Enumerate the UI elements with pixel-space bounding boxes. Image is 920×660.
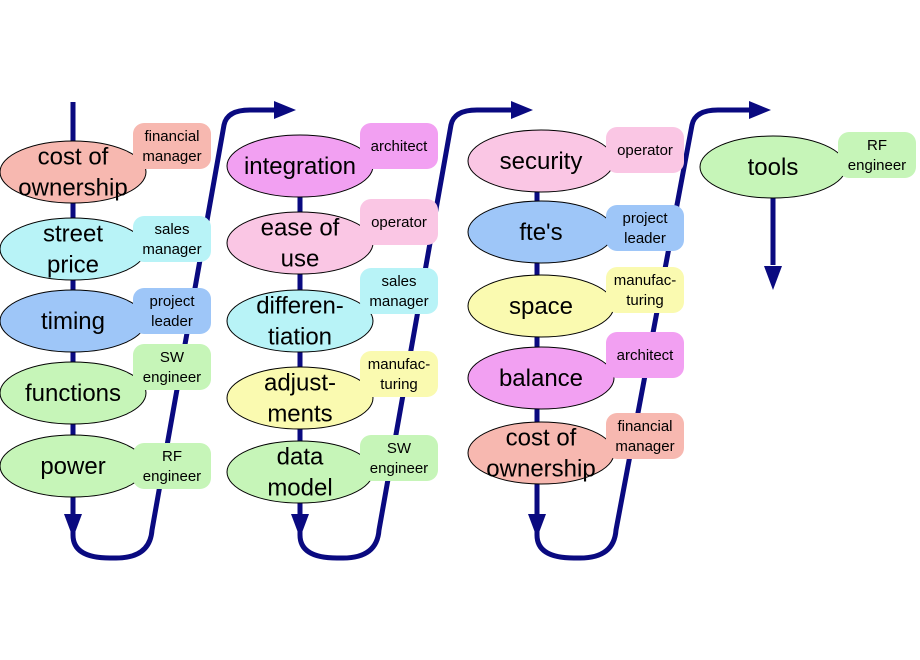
role-tag-label-space: manufac-turing: [614, 272, 677, 309]
node-label-power: power: [40, 453, 105, 480]
connector-3: [534, 107, 758, 561]
role-tag-ease-of-use: [360, 199, 438, 245]
role-tag-integration: [360, 123, 438, 169]
node-label-security: security: [500, 148, 583, 175]
node-label-functions: functions: [25, 380, 121, 407]
role-tag-data-model: [360, 435, 438, 481]
node-balance: [467, 346, 615, 410]
arrow-down-2: [291, 514, 309, 538]
node-label-adjust-ments: adjust-ments: [264, 370, 336, 428]
arrow-right-3: [749, 101, 771, 119]
role-tag-label-ease-of-use: operator: [371, 214, 427, 231]
node-label-balance: balance: [499, 365, 583, 392]
role-tag-space: [606, 267, 684, 313]
role-tag-differen-tiation: [360, 268, 438, 314]
role-tag-power: [133, 443, 211, 489]
node-differen-tiation: [226, 289, 374, 353]
arrow-down-4: [764, 266, 782, 290]
node-label-integration: integration: [244, 153, 356, 180]
role-tag-label-security: operator: [617, 142, 673, 159]
connector-1: [70, 107, 285, 561]
node-label-tools: tools: [748, 154, 799, 181]
role-tag-balance: [606, 332, 684, 378]
node-functions: [0, 361, 147, 425]
role-tag-adjust-ments: [360, 351, 438, 397]
node-label-space: space: [509, 293, 573, 320]
node-label-differen-tiation: differen-tiation: [256, 293, 344, 351]
arrow-right-1: [274, 101, 296, 119]
arrow-down-1: [64, 514, 82, 538]
role-tag-label-integration: architect: [371, 138, 429, 155]
role-tag-label-balance: architect: [617, 347, 675, 364]
arrow-right-2: [511, 101, 533, 119]
node-adjust-ments: [226, 366, 374, 430]
connector-2: [297, 107, 522, 561]
node-label-fte-s: fte's: [519, 219, 562, 246]
role-tag-security: [606, 127, 684, 173]
arrow-down-3: [528, 514, 546, 538]
node-label-timing: timing: [41, 308, 105, 335]
role-tag-street-price: [133, 216, 211, 262]
role-tag-tools: [838, 132, 916, 178]
role-tag-fte-s: [606, 205, 684, 251]
role-tag-label-adjust-ments: manufac-turing: [368, 356, 431, 393]
role-tag-functions: [133, 344, 211, 390]
role-tag-cost-of-ownership: [606, 413, 684, 459]
role-tag-cost-of-ownership: [133, 123, 211, 169]
role-tag-timing: [133, 288, 211, 334]
node-cost-of-ownership: [0, 140, 147, 204]
